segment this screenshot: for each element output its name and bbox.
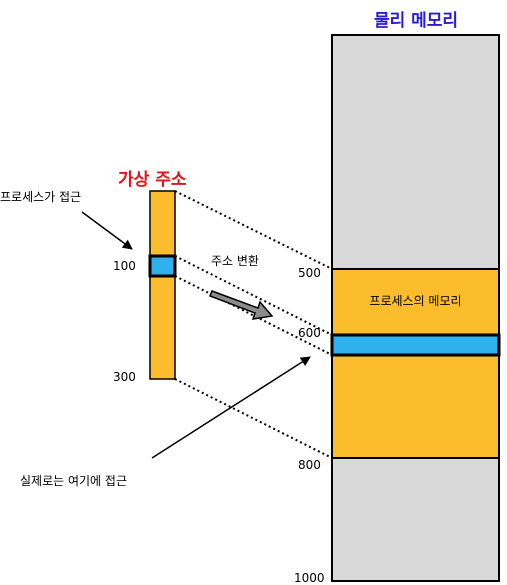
- process-access-label: 프로세스가 접근: [0, 190, 82, 204]
- tick-300: 300: [113, 370, 136, 384]
- process-memory-region: [331, 268, 500, 459]
- virtual-address-title: 가상 주소: [118, 170, 187, 190]
- translation-label: 주소 변환: [211, 254, 259, 268]
- tick-1000: 1000: [294, 571, 325, 585]
- accessed-physical-region: [330, 333, 501, 357]
- mapping-line-top: [174, 190, 333, 270]
- tick-800: 800: [298, 458, 321, 472]
- mapping-line-bottom: [174, 378, 333, 459]
- physical-memory-title: 물리 메모리: [373, 11, 459, 31]
- mapping-line-access-bottom: [174, 275, 333, 356]
- translation-arrow-icon: [209, 290, 274, 320]
- actual-access-arrow-icon: [151, 356, 311, 459]
- process-memory-label: 프로세스의 메모리: [369, 294, 462, 308]
- tick-600: 600: [298, 326, 321, 340]
- accessed-virtual-region: [148, 254, 177, 278]
- mapping-line-access-top: [174, 255, 333, 336]
- virtual-address-bar: [149, 190, 176, 380]
- mapping-lines: [174, 190, 333, 459]
- process-access-arrow-icon: [81, 211, 133, 250]
- actual-access-label: 실제로는 여기에 접근: [20, 474, 127, 488]
- tick-500: 500: [298, 266, 321, 280]
- tick-100: 100: [113, 259, 136, 273]
